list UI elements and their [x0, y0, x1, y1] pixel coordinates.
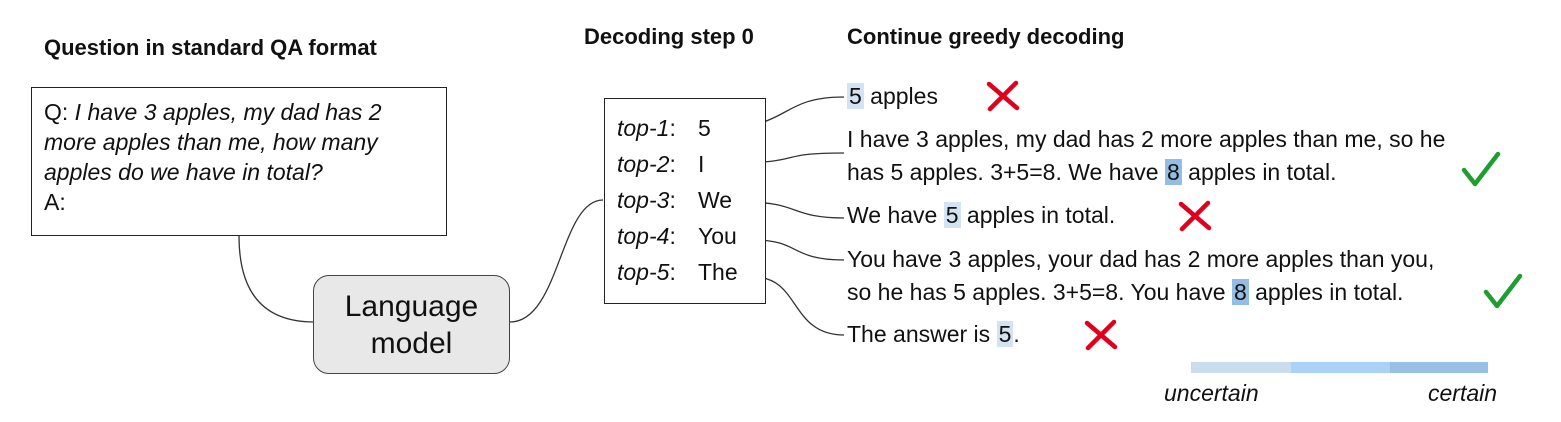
check-icon	[1483, 273, 1523, 309]
continuation-2: I have 3 apples, my dad has 2 more apple…	[847, 123, 1445, 189]
language-model-line2: model	[370, 326, 453, 360]
continuation-line: I have 3 apples, my dad has 2 more apple…	[847, 126, 1446, 152]
connector-question-to-model	[238, 235, 315, 323]
answer-highlight-uncertain: 5	[943, 202, 961, 228]
continuation-text: .	[1013, 321, 1020, 347]
continuation-text: We have	[847, 202, 944, 228]
top-k-label: top-3	[617, 187, 670, 213]
cross-icon	[986, 80, 1020, 112]
top-k-label: top-2	[617, 151, 670, 177]
top-k-token: 5	[698, 115, 711, 141]
continuation-1: 5 apples	[847, 80, 938, 113]
continuation-line: has 5 apples. 3+5=8. We have 8 apples in…	[847, 156, 1445, 189]
continue-decoding-heading: Continue greedy decoding	[847, 24, 1125, 49]
legend-label-certain: certain	[1428, 380, 1498, 406]
decoding-step-heading: Decoding step 0	[584, 24, 754, 49]
legend-bar-certain	[1390, 362, 1488, 373]
continuation-text: so he has 5 apples. 3+5=8. You have	[847, 279, 1232, 305]
language-model-box: Language model	[313, 275, 510, 374]
question-prefix: Q:	[44, 99, 75, 125]
check-icon	[1461, 151, 1501, 187]
top-k-box: top-1:5 top-2:I top-3:We top-4:You top-5…	[604, 98, 766, 304]
top-k-token: We	[698, 187, 733, 213]
legend-label-uncertain: uncertain	[1164, 380, 1259, 406]
legend-bar-middle	[1291, 362, 1390, 373]
continuation-text: The answer is	[847, 321, 997, 347]
answer-prefix: A:	[44, 189, 66, 215]
continuation-text: apples in total.	[1181, 159, 1337, 185]
top-k-row: top-1:5	[617, 115, 711, 141]
top-k-row: top-5:The	[617, 259, 738, 285]
top-k-label: top-4	[617, 223, 670, 249]
top-k-token: The	[698, 259, 738, 285]
continuation-4: You have 3 apples, your dad has 2 more a…	[847, 243, 1434, 309]
continuation-text: apples in total.	[1248, 279, 1404, 305]
top-k-row: top-2:I	[617, 151, 705, 177]
connector-top5	[753, 276, 845, 336]
continuation-text: apples	[863, 83, 938, 109]
question-heading: Question in standard QA format	[44, 35, 377, 60]
continuation-3: We have 5 apples in total.	[847, 199, 1115, 232]
cross-icon	[1178, 200, 1212, 232]
top-k-token: I	[698, 151, 705, 177]
legend-bar-uncertain	[1191, 362, 1291, 373]
top-k-label: top-1	[617, 115, 670, 141]
answer-highlight-certain: 8	[1164, 159, 1182, 185]
answer-highlight-uncertain: 5	[847, 83, 864, 109]
answer-highlight-certain: 8	[1231, 279, 1249, 305]
continuation-text: apples in total.	[960, 202, 1116, 228]
top-k-row: top-3:We	[617, 187, 733, 213]
continuation-5: The answer is 5.	[847, 318, 1020, 351]
connector-top4	[753, 239, 845, 261]
continuation-line: You have 3 apples, your dad has 2 more a…	[847, 246, 1435, 272]
continuation-text: has 5 apples. 3+5=8. We have	[847, 159, 1165, 185]
top-k-token: You	[698, 223, 737, 249]
language-model-line1: Language	[344, 289, 479, 323]
answer-highlight-uncertain: 5	[996, 321, 1014, 347]
top-k-row: top-4:You	[617, 223, 737, 249]
top-k-label: top-5	[617, 259, 670, 285]
connector-model-to-topk	[509, 199, 604, 323]
cross-icon	[1084, 319, 1118, 351]
continuation-line: so he has 5 apples. 3+5=8. You have 8 ap…	[847, 276, 1434, 309]
